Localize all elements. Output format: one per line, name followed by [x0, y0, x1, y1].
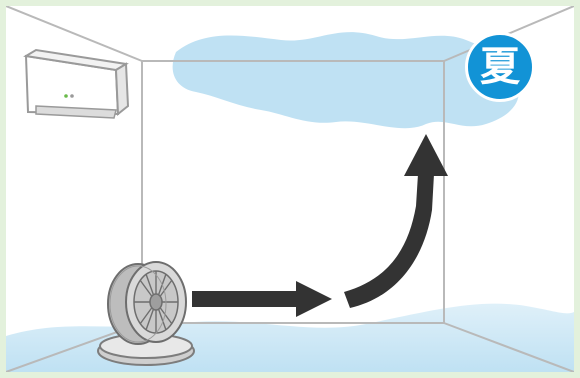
- season-badge-label: 夏: [480, 47, 520, 87]
- cool-air-floor: [6, 304, 574, 372]
- arrow-straight-head: [296, 281, 332, 317]
- room-illustration: 夏: [6, 6, 574, 372]
- arrow-straight-shaft: [192, 291, 300, 307]
- season-badge: 夏: [465, 32, 535, 102]
- arrow-curved-head: [404, 134, 448, 176]
- air-conditioner-icon: [26, 50, 128, 118]
- circulator-fan-icon: [98, 262, 194, 365]
- ceiling-edge-left: [6, 6, 142, 61]
- airflow-arrow: [192, 134, 448, 317]
- arrow-curved-shaft: [344, 174, 434, 308]
